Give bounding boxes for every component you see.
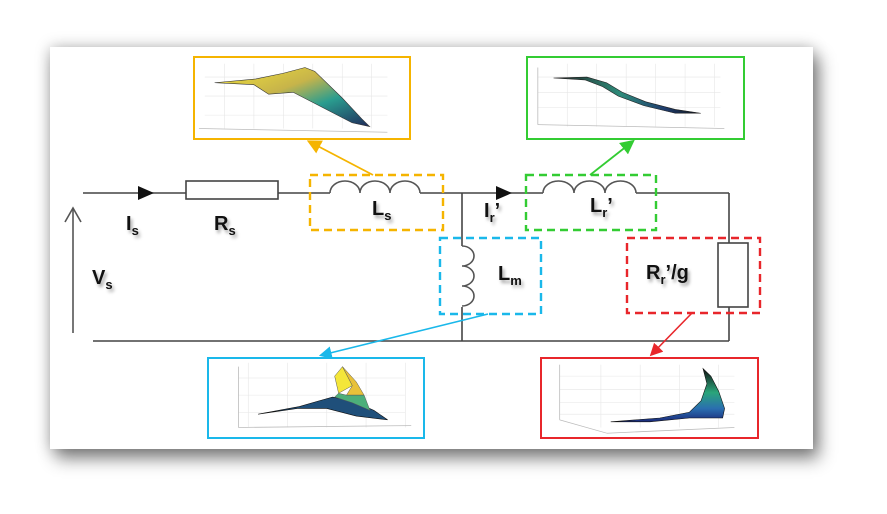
lm-pointer-arrow [318,313,489,359]
rotor-resistor [717,242,749,308]
lr-surface-plot[interactable] [526,56,745,140]
stator-inductor-coil [329,180,421,194]
rotor-resistance-label: Rr’/g [646,262,689,287]
lr-pointer-arrow [589,139,635,176]
magnetizing-inductor-coil [461,245,475,307]
stator-inductance-label: Ls [372,198,392,223]
rotor-inductor-coil [542,180,637,194]
lm-surface-peak-green [334,392,371,411]
lm-highlight-box[interactable] [438,236,543,316]
rr-surface-shape [610,367,725,423]
stator-current-arrow-icon [138,186,154,200]
ls-surface-shape [214,67,371,128]
stator-current-label: Is [126,213,139,238]
rr-pointer-arrow [649,312,693,357]
stator-resistance-label: Rs [214,213,236,238]
rotor-current-arrow-icon [496,186,512,200]
rr-surface-plot[interactable] [540,357,759,439]
rr-highlight-box[interactable] [625,236,762,315]
stator-voltage-arrow-icon [64,206,82,333]
lr-surface-shape [553,76,701,114]
rotor-current-label: Ir’ [484,200,501,225]
ls-surface-plot[interactable] [193,56,411,140]
stator-resistor [185,180,279,200]
ls-highlight-box[interactable] [308,173,445,232]
stator-voltage-label: Vs [92,267,113,292]
ls-pointer-arrow [306,140,374,176]
rotor-inductance-label: Lr’ [590,195,613,220]
magnetizing-inductance-label: Lm [498,263,522,288]
lm-surface-plot[interactable] [207,357,425,439]
